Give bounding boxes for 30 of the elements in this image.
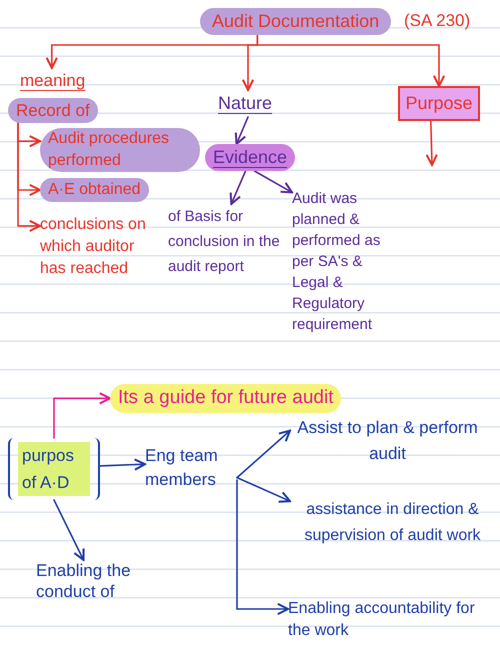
arrow <box>234 116 249 146</box>
arrow <box>426 120 438 166</box>
highlighted-note: Audit procedures performed <box>40 128 200 172</box>
note-text: Audit was planned & performed as per SA's & Legal & Regulatory requirement <box>292 188 392 335</box>
note-text: Enabling accountability for the work <box>288 598 495 642</box>
arrow <box>17 122 42 232</box>
note-text: assistance in direction & supervision of audit work <box>290 497 495 549</box>
side-note: (SA 230) <box>404 10 470 32</box>
arrow <box>236 430 292 478</box>
highlighted-heading: Record of <box>8 98 98 123</box>
highlighted-heading: Audit Documentation <box>200 8 392 35</box>
arrow <box>236 479 290 616</box>
highlighted-heading: Evidence <box>205 144 296 171</box>
arrow <box>99 458 146 471</box>
highlighted-note: Its a guide for future audit <box>110 384 342 412</box>
arrow <box>256 34 446 88</box>
arrow <box>53 392 112 439</box>
arrow <box>236 476 292 503</box>
note-text: Eng team members <box>145 444 237 492</box>
note-text: Enabling the conduct of <box>36 560 131 602</box>
highlighted-note: A·E obtained <box>40 178 149 202</box>
arrow <box>254 170 294 194</box>
arrow <box>53 499 85 562</box>
note-text: Assist to plan & perform audit <box>290 415 485 467</box>
underlined-heading: meaning <box>19 70 86 92</box>
boxed-heading: Purpose <box>398 86 480 121</box>
note-text: conclusions on which auditor has reached <box>40 214 160 280</box>
arrow <box>230 170 246 206</box>
underlined-heading: Nature <box>218 90 278 117</box>
note-text: of Basis for conclusion in the audit report <box>168 204 283 279</box>
